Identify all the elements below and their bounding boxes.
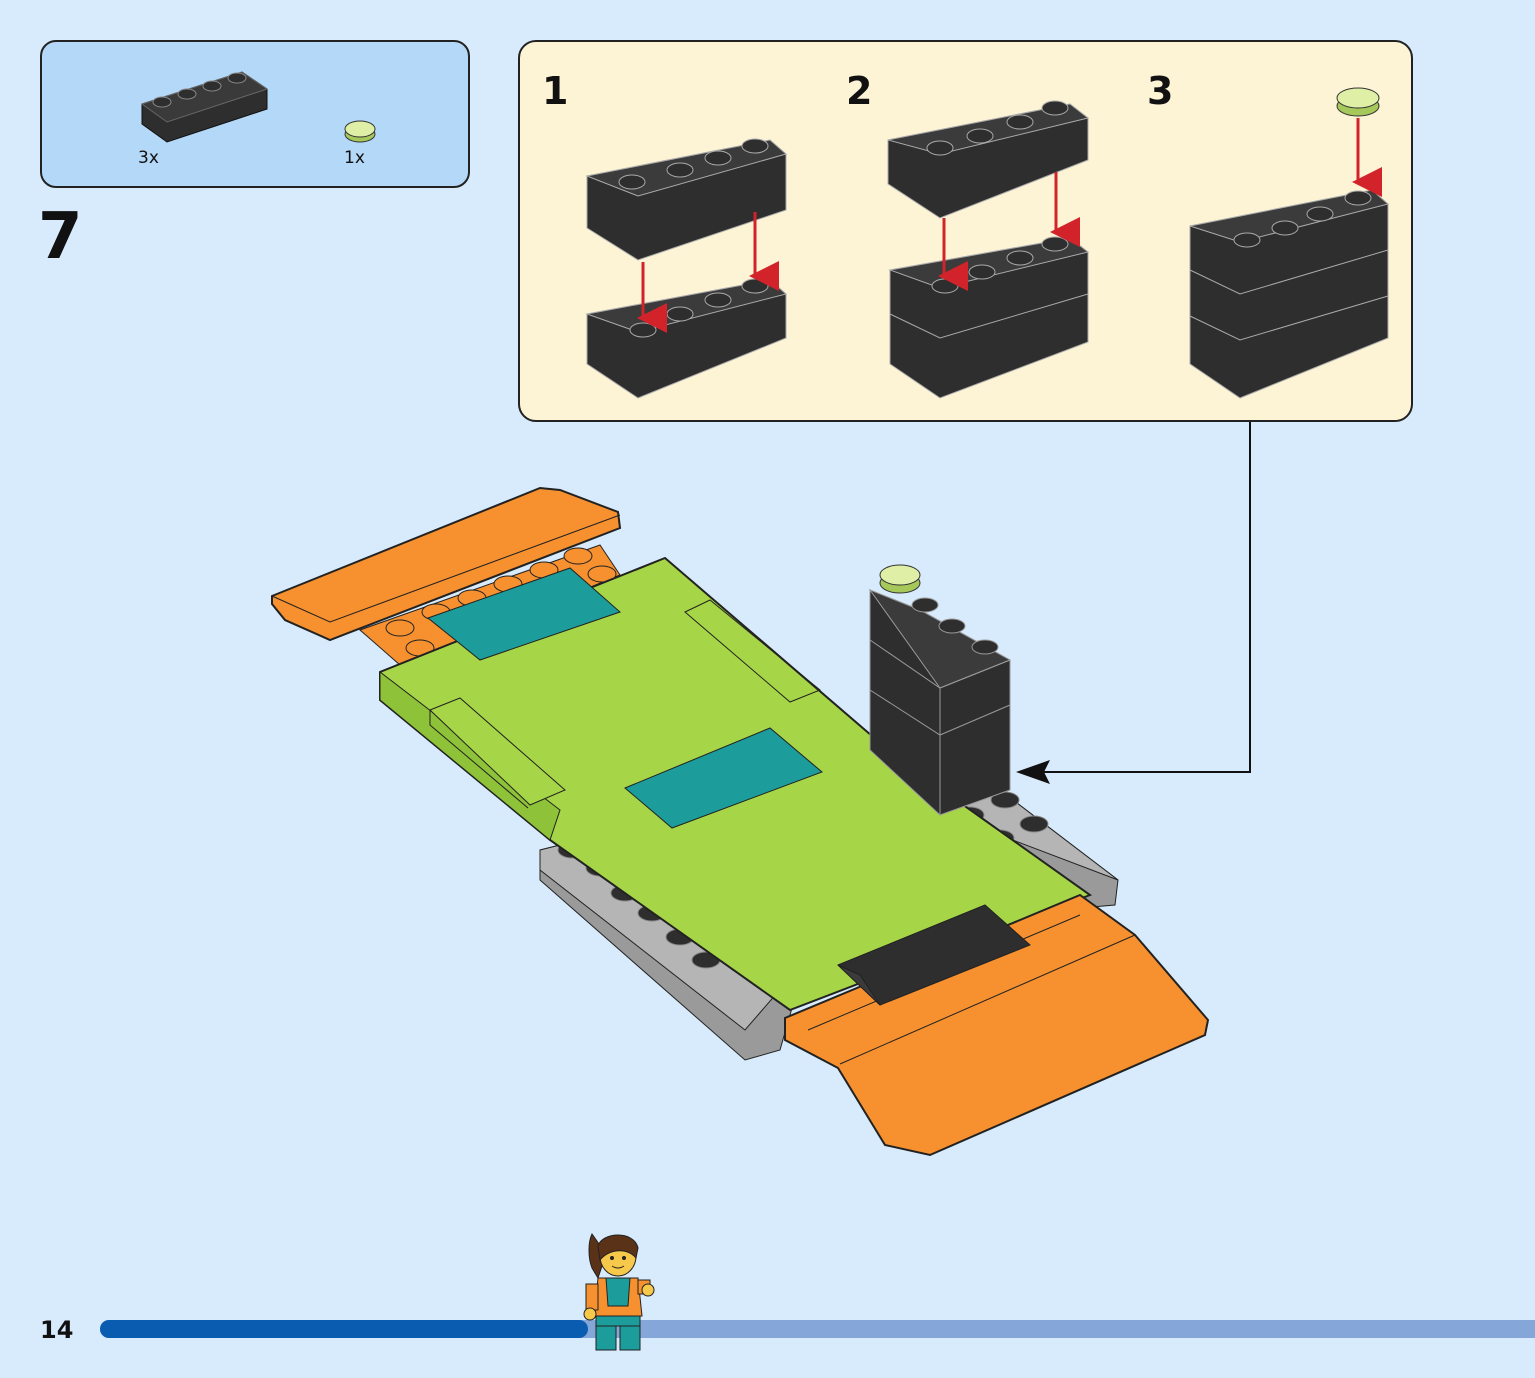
substep-number-2: 2 [846,69,873,113]
substep-number-1: 1 [542,69,569,113]
part-quantity-lime-tile: 1x [344,148,365,168]
page-number: 14 [40,1316,74,1344]
lime-chassis-base [379,556,1093,1012]
parts-list-box: 3x 1x [40,40,470,188]
callout-arrow-head [1016,760,1050,784]
black-brick-stack [868,564,1012,816]
substep-number-3: 3 [1147,69,1174,113]
part-quantity-black-wedge: 3x [138,148,159,168]
substeps-illustration [585,87,1390,399]
step-number: 7 [38,200,83,274]
minifigure-mechanic-icon [583,1233,655,1351]
lime-round-tile-icon [344,120,376,143]
substeps-callout: 1 2 3 [518,40,1413,422]
build-progress-bar [100,1320,1535,1338]
black-wedge-plate-icon [140,71,269,143]
substep-2-bricks [887,100,1090,399]
substep-1-bricks [585,138,788,399]
substep-3-bricks [1189,87,1390,399]
build-progress-fill [100,1320,588,1338]
front-orange-bumper [784,893,1210,1157]
callout-pointer-arrow [1030,422,1251,773]
